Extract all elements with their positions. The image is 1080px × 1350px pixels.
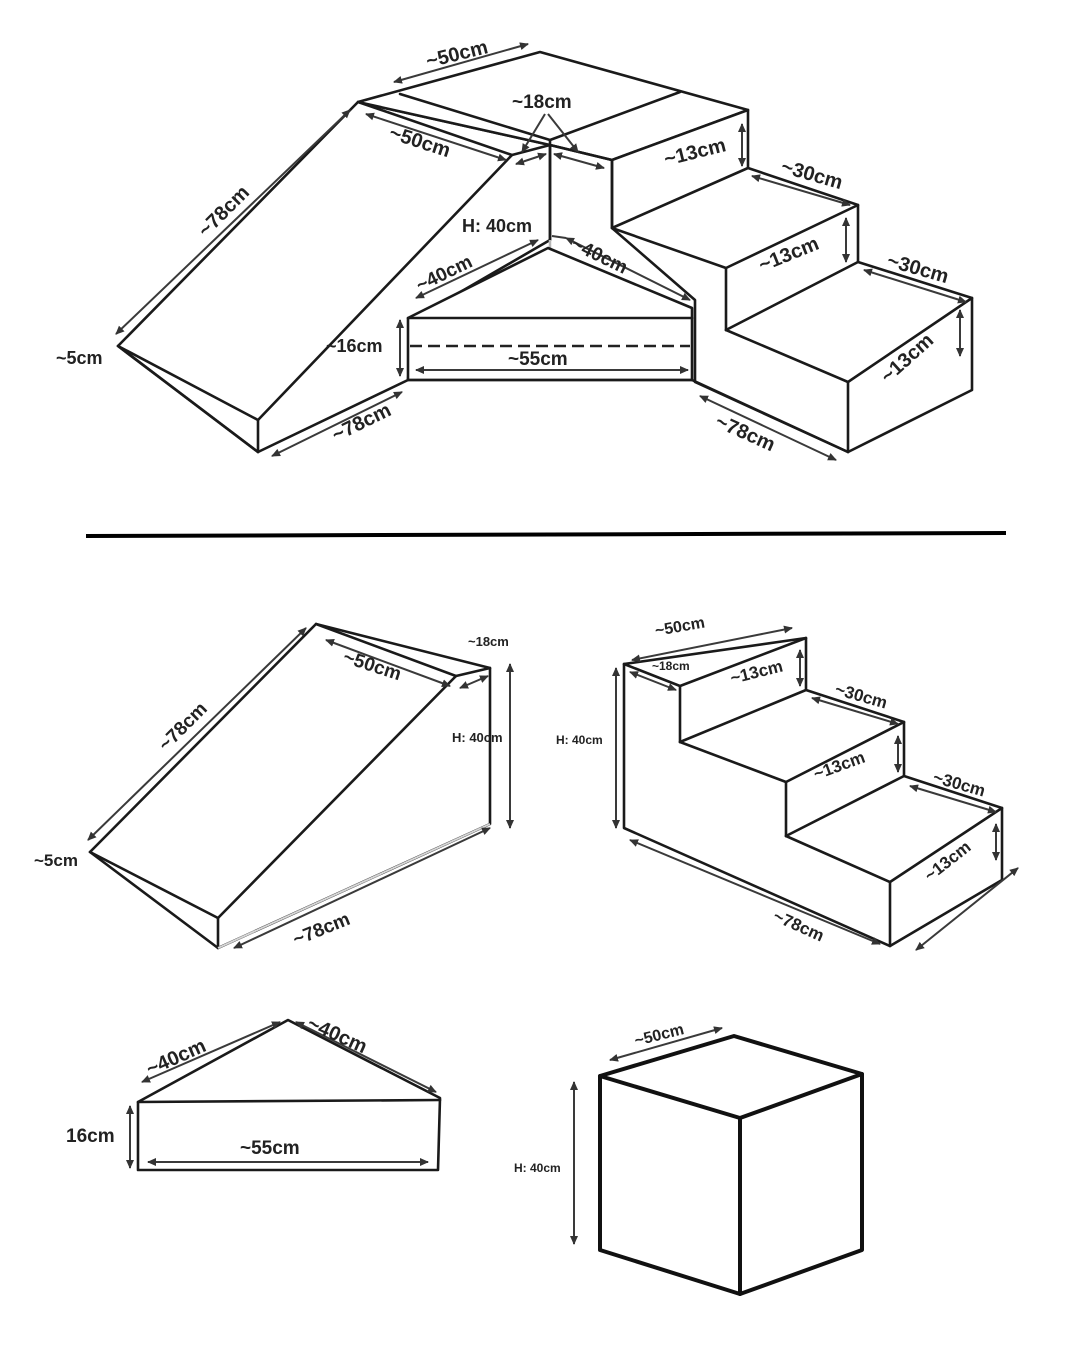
label-tri-height: ~16cm (326, 336, 383, 356)
ramp-label-base: ~78cm (290, 909, 353, 951)
wedge-label-base: ~55cm (240, 1138, 300, 1159)
stairs-label-height: H: 40cm (556, 733, 603, 747)
stairs-label-top-depth: ~18cm (652, 659, 690, 673)
stairs-piece: ~50cm ~18cm H: 40cm ~13cm ~30cm ~13cm ~3… (556, 614, 1019, 951)
label-gap: ~18cm (512, 92, 572, 113)
wedge-label-height: 16cm (66, 1126, 115, 1147)
assembled-set: ~50cm ~18cm ~50cm ~78cm H: 40cm ~40cm ~4… (56, 36, 974, 461)
ramp-label-top-depth: ~18cm (468, 634, 509, 649)
assembled-ramp (116, 100, 552, 454)
section-divider (85, 531, 1007, 538)
label-tri-base: ~55cm (508, 349, 568, 370)
stairs-label-top-width: ~50cm (654, 614, 706, 639)
wedge-piece: ~40cm ~40cm 16cm ~55cm (66, 1012, 442, 1172)
ramp-label-height: H: 40cm (452, 730, 503, 745)
label-height: H: 40cm (462, 216, 532, 236)
cube-label-height: H: 40cm (514, 1161, 561, 1175)
label-ramp-front: ~5cm (56, 348, 103, 368)
ramp-label-front: ~5cm (34, 851, 78, 870)
cube-piece: ~50cm H: 40cm (514, 1021, 864, 1296)
ramp-piece: ~78cm ~50cm ~18cm H: 40cm ~5cm ~78cm (34, 622, 514, 951)
